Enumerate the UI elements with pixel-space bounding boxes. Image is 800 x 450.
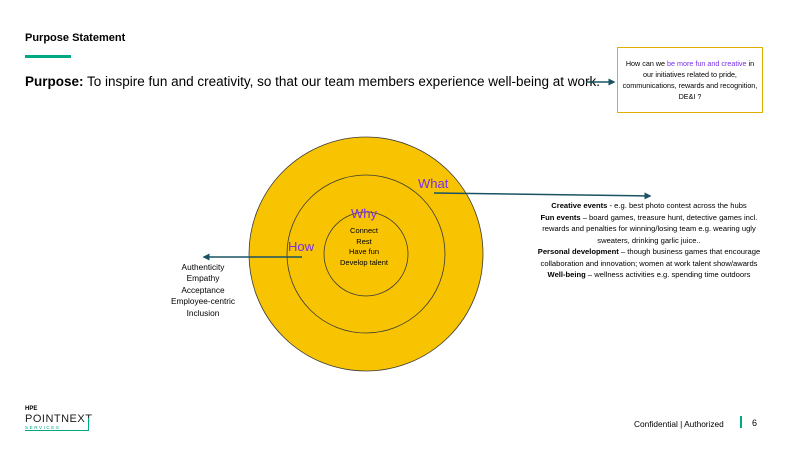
what-item-title: Personal development xyxy=(537,247,619,256)
footer-separator xyxy=(740,416,742,428)
how-item: Empathy xyxy=(186,273,220,284)
what-item-title: Well-being xyxy=(547,270,586,279)
logo-hpe-text: HPE xyxy=(25,406,38,412)
how-item: Authenticity xyxy=(181,262,225,272)
purpose-statement: Purpose: To inspire fun and creativity, … xyxy=(25,74,600,89)
footer-confidential: Confidential | Authorized xyxy=(634,419,724,429)
page-number: 6 xyxy=(752,418,758,428)
what-item: Personal development – though business g… xyxy=(526,246,772,269)
what-item-title: Creative events xyxy=(551,201,608,210)
how-item: Inclusion xyxy=(186,307,220,318)
what-label: What xyxy=(418,176,449,191)
question-callout: How can we be more fun and creative in o… xyxy=(617,47,763,113)
how-label: How xyxy=(288,239,315,254)
what-item-title: Fun events xyxy=(540,212,581,222)
what-item-text: – though business games that encourage c… xyxy=(540,247,761,268)
question-post: in our initiatives related to pride, com… xyxy=(622,59,758,101)
what-item: Creative events - e.g. best photo contes… xyxy=(526,200,772,212)
inner-circle-why xyxy=(323,211,409,297)
logo-sub-text: SERVICES xyxy=(25,425,61,430)
question-highlight: be more fun and creative xyxy=(667,59,747,68)
what-item: Fun events – board games, treasure hunt,… xyxy=(526,212,772,247)
why-item: Connect xyxy=(350,226,378,235)
purpose-label: Purpose: xyxy=(25,74,84,89)
why-list: Connect Rest Have fun Develop talent xyxy=(326,226,402,268)
how-item: Acceptance xyxy=(181,284,225,295)
what-arrow xyxy=(433,192,652,200)
how-list: Authenticity Empathy Acceptance Employee… xyxy=(150,262,256,319)
question-pre: How can we xyxy=(625,59,666,68)
slide-title: Purpose Statement xyxy=(25,32,126,44)
what-item-text: – board games, treasure hunt, detective … xyxy=(542,212,758,245)
what-item: Well-being – wellness activities e.g. sp… xyxy=(526,269,772,281)
what-item-text: - e.g. best photo contest across the hub… xyxy=(607,201,747,210)
why-label: Why xyxy=(351,206,377,221)
why-item: Have fun xyxy=(348,247,380,256)
logo-bracket xyxy=(25,418,89,431)
logo-main-text: POINTNEXT xyxy=(25,413,93,425)
hpe-pointnext-logo: HPE POINTNEXT SERVICES xyxy=(25,406,92,431)
what-item-text: – wellness activities e.g. spending time… xyxy=(585,270,751,279)
why-item: Develop talent xyxy=(340,257,388,267)
title-underline xyxy=(25,55,71,58)
purpose-text: To inspire fun and creativity, so that o… xyxy=(87,74,601,89)
how-item: Employee-centric xyxy=(170,296,236,307)
why-item: Rest xyxy=(356,236,372,246)
what-list: Creative events - e.g. best photo contes… xyxy=(526,200,772,281)
